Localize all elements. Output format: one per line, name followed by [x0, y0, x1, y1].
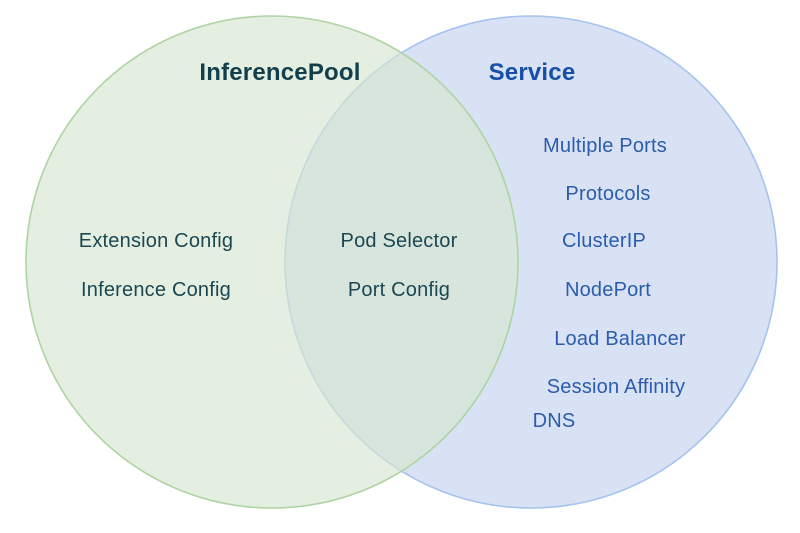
- service-item-session-affinity: Session Affinity: [546, 376, 686, 398]
- service-item-dns: DNS: [532, 410, 576, 432]
- inferencepool-item-extension-config: Extension Config: [78, 230, 234, 252]
- service-item-load-balancer: Load Balancer: [554, 328, 686, 350]
- service-title: Service: [488, 59, 576, 86]
- inferencepool-item-inference-config: Inference Config: [81, 279, 231, 301]
- service-item-multiple-ports: Multiple Ports: [543, 135, 667, 157]
- intersection-item-pod-selector: Pod Selector: [340, 230, 458, 252]
- service-item-nodeport: NodePort: [564, 279, 652, 301]
- inferencepool-circle: [25, 15, 519, 509]
- inferencepool-title: InferencePool: [199, 59, 361, 86]
- service-item-clusterip: ClusterIP: [561, 230, 647, 252]
- intersection-item-port-config: Port Config: [347, 279, 451, 301]
- service-item-protocols: Protocols: [565, 183, 651, 205]
